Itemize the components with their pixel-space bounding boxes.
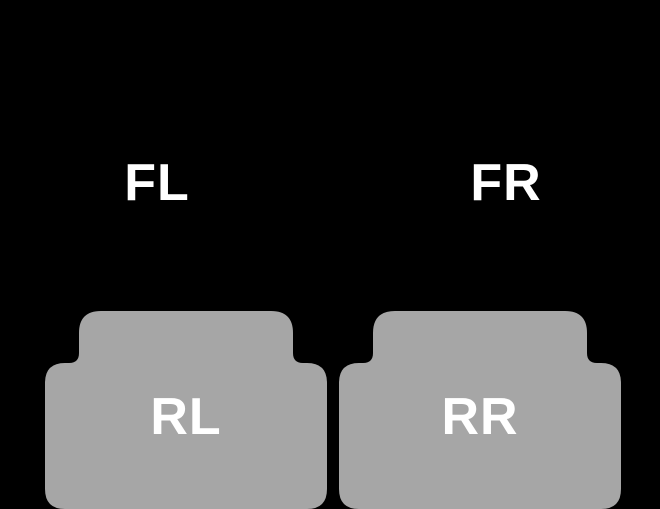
front-left-label: FL xyxy=(124,154,190,212)
rear-right-label: RR xyxy=(441,388,519,446)
front-right-label: FR xyxy=(470,154,542,212)
rear-left-mat: RL xyxy=(45,311,327,509)
rear-left-mat-shape xyxy=(45,311,327,509)
rear-left-label: RL xyxy=(150,388,222,446)
rear-right-mat-shape xyxy=(339,311,621,509)
rear-right-mat: RR xyxy=(339,311,621,509)
